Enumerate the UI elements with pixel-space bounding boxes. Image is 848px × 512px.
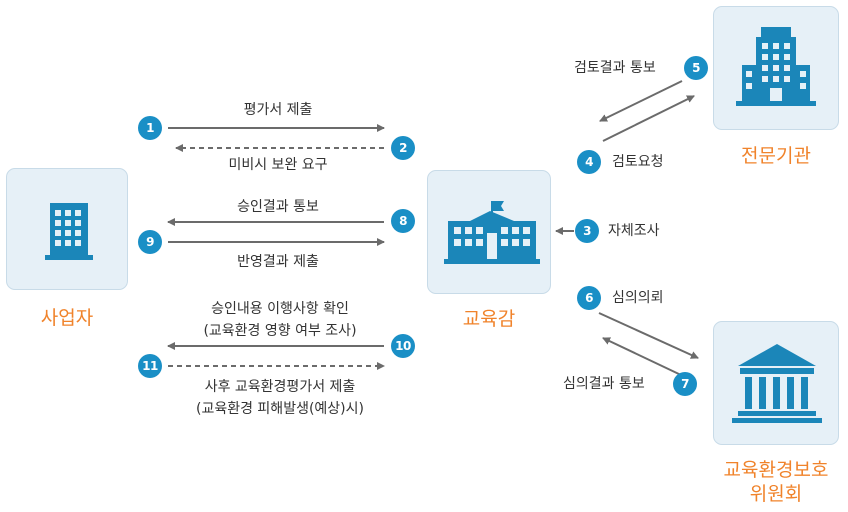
school-building-icon (444, 201, 540, 264)
step-label-1: 평가서 제출 (243, 102, 313, 118)
step-badge-6: 6 (577, 286, 601, 310)
step-label-6: 심의의뢰 (612, 290, 664, 306)
business-box (6, 168, 128, 290)
education-office-box (427, 170, 551, 294)
arrow-step-5 (599, 80, 683, 122)
step-label-10-line1: 승인내용 이행사항 확인 (211, 301, 349, 317)
office-tower-icon (736, 27, 816, 106)
expert-agency-label: 전문기관 (741, 145, 811, 167)
committee-label-line2: 위원회 (749, 483, 803, 505)
step-label-10: 승인내용 이행사항 확인 (교육환경 영향 여부 조사) (170, 298, 390, 342)
step-badge-4: 4 (577, 150, 601, 174)
step-label-3: 자체조사 (608, 223, 660, 239)
step-badge-5: 5 (684, 56, 708, 80)
step-label-7: 심의결과 통보 (563, 376, 645, 392)
step-badge-11: 11 (138, 354, 162, 378)
business-label: 사업자 (40, 307, 94, 329)
committee-box (713, 321, 839, 445)
step-badge-1: 1 (138, 116, 162, 140)
step-badge-7: 7 (673, 372, 697, 396)
step-label-10-line2: (교육환경 영향 여부 조사) (203, 323, 357, 339)
arrow-step-4 (602, 95, 695, 142)
step-badge-8: 8 (391, 209, 415, 233)
arrow-step-6 (598, 312, 699, 359)
step-label-8: 승인결과 통보 (237, 199, 319, 215)
step-badge-3: 3 (575, 219, 599, 243)
step-badge-10: 10 (391, 334, 415, 358)
arrow-step-7 (602, 337, 682, 376)
step-label-5: 검토결과 통보 (574, 60, 656, 76)
step-badge-9: 9 (138, 230, 162, 254)
office-building-icon (45, 203, 93, 260)
step-label-4: 검토요청 (612, 154, 664, 170)
step-label-2: 미비시 보완 요구 (228, 157, 328, 173)
step-label-9: 반영결과 제출 (237, 254, 319, 270)
committee-label-line1: 교육환경보호 (723, 459, 829, 481)
step-label-11-line2: (교육환경 피해발생(예상)시) (196, 401, 364, 417)
step-label-11: 사후 교육환경평가서 제출 (교육환경 피해발생(예상)시) (162, 376, 398, 420)
expert-agency-box (713, 6, 839, 130)
step-label-11-line1: 사후 교육환경평가서 제출 (204, 379, 356, 395)
committee-label: 교육환경보호 위원회 (700, 458, 848, 506)
courthouse-icon (732, 344, 822, 423)
step-badge-2: 2 (391, 136, 415, 160)
education-office-label: 교육감 (462, 308, 516, 330)
